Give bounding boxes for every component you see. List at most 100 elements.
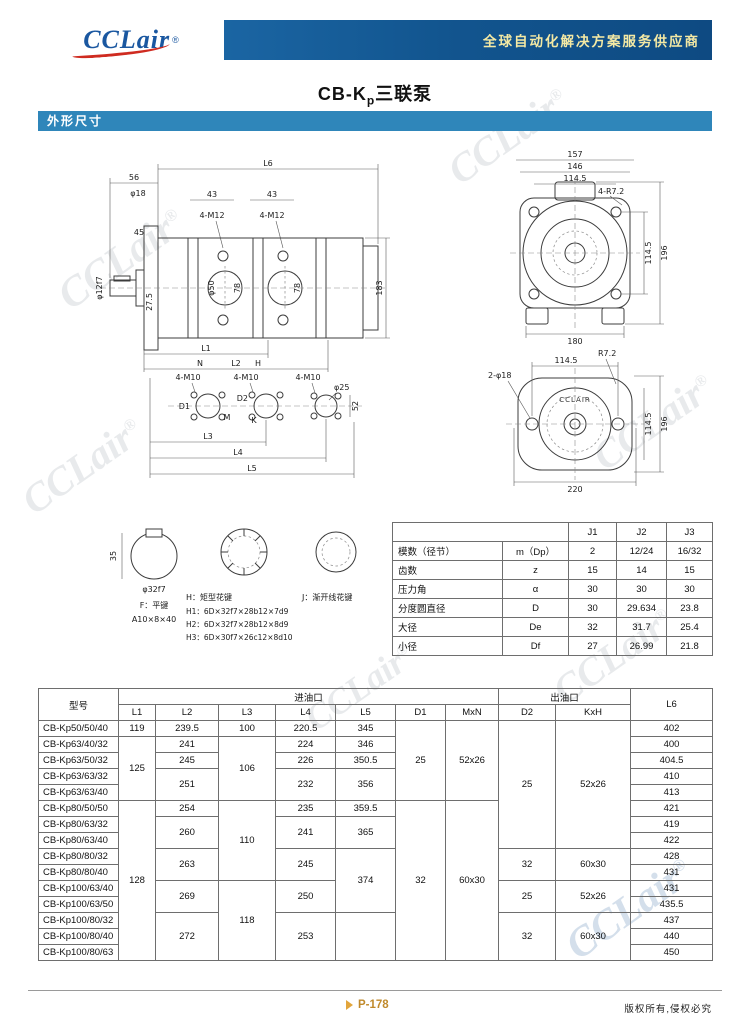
- bolt-callout: 4-M10: [175, 373, 200, 382]
- radius-callout: R7.2: [598, 349, 616, 358]
- gear-param-value: 25.4: [666, 617, 713, 637]
- dim-cell: 60x30: [555, 912, 632, 961]
- inlet-group-header: 进油口: [117, 688, 500, 705]
- gear-param-value: 15: [666, 560, 713, 580]
- dim-cell: 25: [395, 720, 446, 801]
- gear-col-j2: J2: [616, 522, 667, 542]
- gear-param-value: 16/32: [666, 541, 713, 561]
- dim-label: 45: [134, 228, 144, 237]
- spline-type-label: J：渐开线花键: [301, 592, 352, 602]
- dim-cell: 437: [630, 912, 714, 929]
- dim-label: 78: [233, 283, 242, 293]
- dim-label: D1: [179, 402, 190, 411]
- dim-label: L6: [263, 159, 273, 168]
- dim-label: 52: [351, 401, 360, 411]
- dim-cell: 260: [155, 816, 219, 849]
- dim-label: 220: [567, 485, 582, 494]
- dim-column-header: L4: [275, 704, 336, 721]
- dim-label: H: [255, 359, 261, 368]
- model-cell: CB-Kp100/80/32: [38, 912, 119, 929]
- gear-param-symbol: Df: [502, 636, 569, 656]
- dim-cell: 350.5: [335, 752, 396, 769]
- dim-cell: 60x30: [555, 848, 632, 881]
- dim-label: 35: [109, 551, 118, 561]
- title-subscript: p: [366, 93, 376, 108]
- dim-label: 114.5: [644, 413, 653, 436]
- dim-label: 27.5: [145, 293, 154, 311]
- dim-cell: 224: [275, 736, 336, 753]
- dim-cell: 32: [498, 848, 557, 881]
- gear-param-value: 30: [666, 579, 713, 599]
- dim-label: 146: [567, 162, 582, 171]
- dim-cell: 119: [118, 720, 156, 737]
- dim-cell: 32: [395, 800, 446, 961]
- spline-type-label: H：矩型花键: [186, 592, 232, 602]
- gear-col-j1: J1: [568, 522, 617, 542]
- title-rest: 三联泵: [375, 84, 433, 104]
- dim-cell: 345: [335, 720, 396, 737]
- gear-param-value: 30: [616, 579, 667, 599]
- dim-cell: 356: [335, 768, 396, 801]
- dim-label: L1: [201, 344, 211, 353]
- dim-cell: 220.5: [275, 720, 336, 737]
- spline-spec-label: H3：6D×30f7×26c12×8d10: [186, 633, 293, 642]
- dim-cell: 241: [155, 736, 219, 753]
- gear-header-blank: [392, 522, 569, 542]
- dim-label: 196: [660, 416, 669, 431]
- dim-header-row: 型号 进油口 出油口 L6: [38, 688, 714, 721]
- key-spec-label: A10×8×40: [132, 615, 176, 624]
- bolt-callout: 4-M10: [295, 373, 320, 382]
- gear-param-value: 30: [568, 579, 617, 599]
- model-cell: CB-Kp100/80/40: [38, 928, 119, 945]
- gear-param-symbol: De: [502, 617, 569, 637]
- dim-label: 56: [129, 173, 139, 182]
- footer-divider: [28, 990, 722, 991]
- dim-column-header: L2: [155, 704, 219, 721]
- gear-param-value: 30: [568, 598, 617, 618]
- gear-param-value: 27: [568, 636, 617, 656]
- page-number-text: P-178: [358, 999, 389, 1011]
- model-cell: CB-Kp63/40/32: [38, 736, 119, 753]
- model-cell: CB-Kp80/80/40: [38, 864, 119, 881]
- header-bar: CCLair® 全球自动化解决方案服务供应商: [38, 20, 712, 60]
- spline-spec-label: H1：6D×32f7×28b12×7d9: [186, 607, 289, 616]
- dim-label: 196: [660, 245, 669, 260]
- dim-cell: 106: [218, 736, 276, 801]
- dim-label: K: [251, 416, 257, 425]
- dim-cell: 450: [630, 944, 714, 961]
- dim-cell: 431: [630, 864, 714, 881]
- dim-cell: 422: [630, 832, 714, 849]
- dim-column-header: L1: [118, 704, 156, 721]
- model-cell: CB-Kp63/63/32: [38, 768, 119, 785]
- radius-callout: 4-R7.2: [598, 187, 624, 196]
- gear-param-value: 21.8: [666, 636, 713, 656]
- dim-label: D2: [237, 394, 248, 403]
- dim-cell: 60x30: [444, 800, 500, 961]
- pump-port-view: N H 4-M10 4-M10 4-M10 D1 M D2 K φ25 52 L…: [149, 359, 362, 478]
- dim-cell: 128: [118, 800, 156, 961]
- dim-label: φ25: [334, 383, 349, 392]
- dim-cell: 254: [155, 800, 219, 817]
- footer-page-number: P-178: [346, 999, 389, 1011]
- dim-column-header: MxN: [444, 704, 500, 721]
- dim-label: M: [224, 413, 231, 422]
- dim-cell: [335, 912, 396, 961]
- gear-param-value: 23.8: [666, 598, 713, 618]
- dim-column-header: L5: [335, 704, 396, 721]
- dim-label: 114.5: [644, 242, 653, 265]
- registered-mark: ®: [172, 35, 179, 45]
- dim-label: L3: [203, 432, 213, 441]
- gear-param-value: 14: [616, 560, 667, 580]
- dimension-drawing-svg: L6 56 φ18 43 43 4-M12 4-M12 45: [95, 150, 669, 642]
